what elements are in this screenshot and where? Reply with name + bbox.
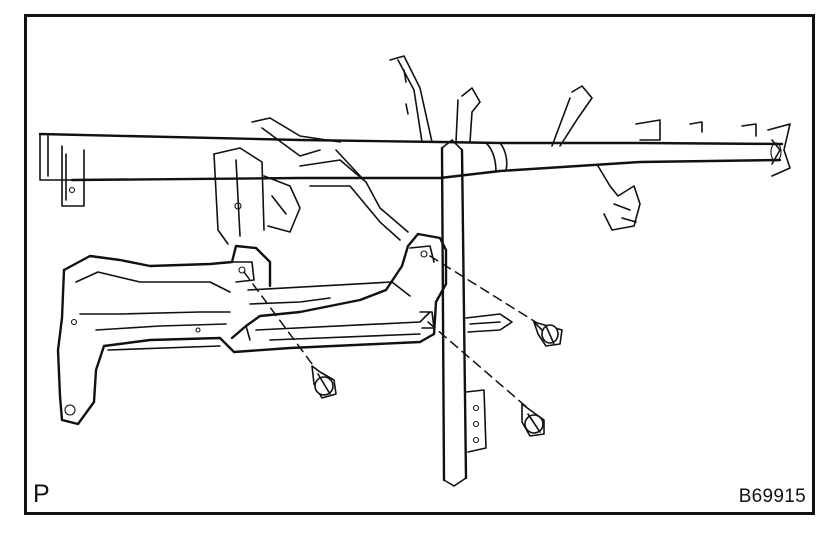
bolt-center [311, 365, 337, 399]
center-bracket [213, 147, 409, 245]
figure-frame [24, 14, 815, 515]
cross-tube [38, 119, 791, 207]
right-bracket [597, 165, 641, 231]
bolt-upper-right [533, 321, 563, 347]
vertical-brace [440, 139, 487, 487]
figure-code: B69915 [738, 486, 806, 507]
lower-reinforcement [56, 232, 513, 426]
bolt-lower-right [521, 403, 545, 437]
view-orientation-label: P [33, 480, 50, 508]
installation-guide-lines [243, 255, 543, 411]
upper-braces [251, 55, 593, 157]
